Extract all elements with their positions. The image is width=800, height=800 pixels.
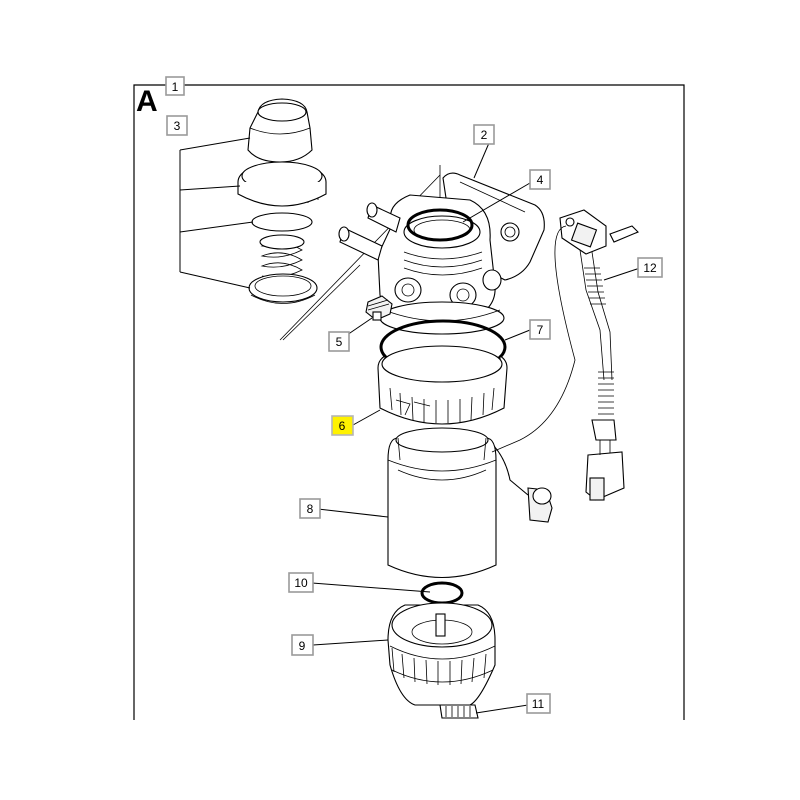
callout-label: 6 <box>339 419 346 433</box>
leader-3 <box>179 185 241 191</box>
leader-10 <box>311 582 431 593</box>
callout-label: 2 <box>481 128 488 142</box>
ring-nut-6-part <box>377 345 508 425</box>
leader-9 <box>312 639 389 646</box>
leader-3 <box>179 271 251 289</box>
callout-11[interactable]: 11 <box>526 693 551 714</box>
callout-9[interactable]: 9 <box>291 634 314 656</box>
callout-box <box>526 693 551 714</box>
callout-box <box>473 124 495 145</box>
ring-nut-part <box>237 161 327 207</box>
callout-1[interactable]: 1 <box>165 76 185 96</box>
callout-label: 11 <box>532 697 545 711</box>
leader-7 <box>504 329 531 341</box>
callout-6[interactable]: 6 <box>331 415 354 436</box>
callout-box <box>166 115 188 136</box>
leader-6 <box>352 409 381 426</box>
seat-part <box>248 273 318 304</box>
callout-7[interactable]: 7 <box>529 319 551 340</box>
callout-label: 4 <box>537 173 544 187</box>
bleed-screw-part <box>365 295 393 321</box>
callout-label: 10 <box>294 576 308 590</box>
spring-part <box>259 234 305 278</box>
callout-5[interactable]: 5 <box>328 331 350 352</box>
callout-8[interactable]: 8 <box>299 498 321 519</box>
callout-label: 3 <box>174 119 181 133</box>
callout-box <box>529 169 551 190</box>
sensor-harness-part <box>491 209 639 501</box>
callout-box <box>291 634 314 656</box>
filter-cartridge-part <box>387 427 497 578</box>
callout-12[interactable]: 12 <box>637 257 663 278</box>
leader-3 <box>179 221 254 233</box>
water-bowl-part <box>387 602 496 706</box>
callout-box <box>529 319 551 340</box>
callout-label: 1 <box>172 80 179 94</box>
callout-box <box>637 257 663 278</box>
leader-8 <box>317 508 389 518</box>
callout-box <box>288 572 314 593</box>
leader-5 <box>346 317 373 336</box>
o-ring-4-part <box>406 208 474 242</box>
detail-inset <box>179 98 441 341</box>
callout-4[interactable]: 4 <box>529 169 551 190</box>
leader-11 <box>475 704 529 714</box>
callout-3[interactable]: 3 <box>166 115 188 136</box>
callout-box <box>328 331 350 352</box>
leader-3 <box>179 137 251 151</box>
leader-2 <box>473 142 490 179</box>
leader-12 <box>603 267 641 281</box>
callout-box <box>299 498 321 519</box>
callout-10[interactable]: 10 <box>288 572 314 593</box>
leader-4 <box>462 182 531 223</box>
callout-label: 9 <box>299 639 306 653</box>
washer-part <box>251 212 313 232</box>
o-ring-10-part <box>420 581 464 605</box>
drain-plug-part <box>439 704 479 719</box>
callout-label: 8 <box>307 502 314 516</box>
callout-box <box>331 415 354 436</box>
diagram-frame <box>133 84 685 720</box>
cap-part <box>247 98 313 163</box>
view-letter: A <box>136 85 158 118</box>
projection-line <box>282 264 361 341</box>
callout-label: 7 <box>537 323 544 337</box>
callout-box <box>165 76 185 96</box>
callout-label: 5 <box>336 335 343 349</box>
callout-label: 12 <box>643 261 657 275</box>
connector-part <box>527 487 553 523</box>
callout-2[interactable]: 2 <box>473 124 495 145</box>
